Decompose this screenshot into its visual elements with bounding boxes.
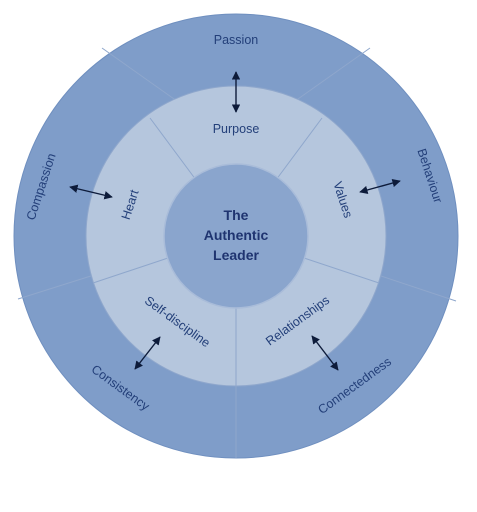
arrow-self-discipline-consistency xyxy=(134,336,161,370)
arrow-heart-compassion xyxy=(69,184,113,200)
center-title-line-3: Leader xyxy=(213,247,259,263)
arrow-relationships-connectedness xyxy=(311,335,339,371)
center-title-line-1: The xyxy=(224,207,249,223)
outer-label-passion: Passion xyxy=(214,33,259,47)
center-title-line-2: Authentic xyxy=(204,227,269,243)
inner-label-purpose: Purpose xyxy=(213,122,260,136)
arrow-values-behaviour xyxy=(359,178,401,195)
inner-ring-dividers xyxy=(92,117,380,386)
center-circle xyxy=(163,163,309,309)
